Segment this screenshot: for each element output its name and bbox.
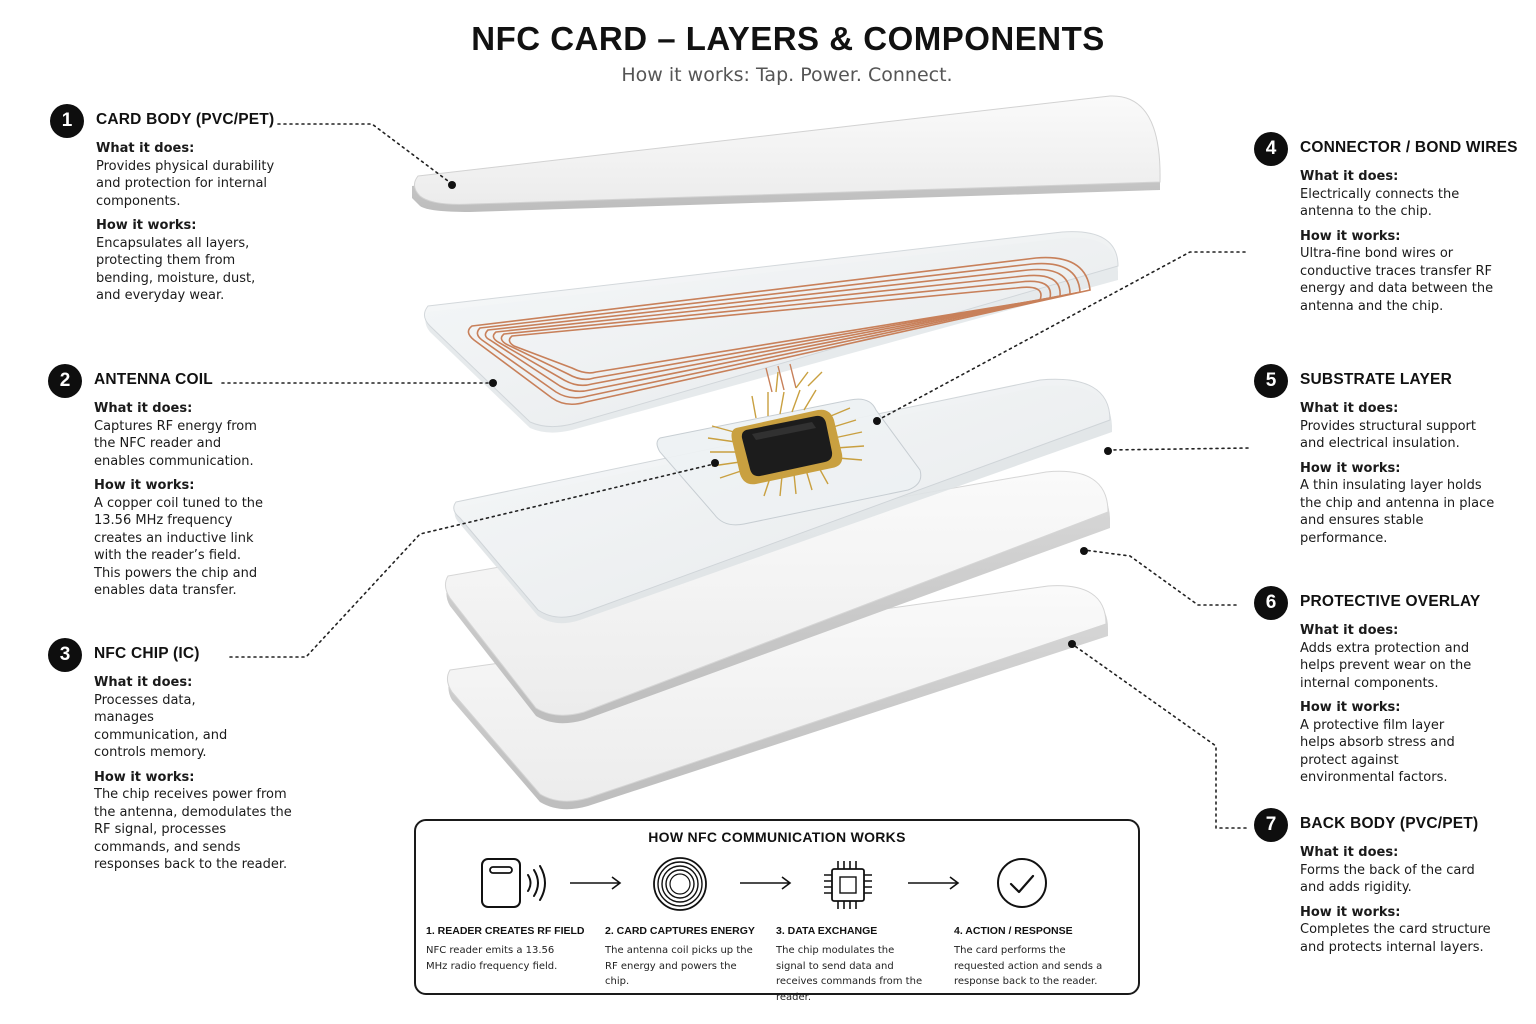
callout-number-badge: 2	[48, 364, 82, 398]
what-it-does-label: What it does:	[1300, 623, 1399, 638]
what-it-does-text: Adds extra protection and helps prevent …	[1300, 640, 1472, 691]
what-it-does-text: Provides structural support and electric…	[1300, 418, 1476, 452]
callout-number-badge: 6	[1254, 586, 1288, 620]
reader-icon	[481, 858, 546, 908]
page-subtitle: How it works: Tap. Power. Connect.	[621, 64, 953, 86]
how-it-works-text: A copper coil tuned to the 13.56 MHz fre…	[94, 495, 264, 599]
step-title: 1. READER CREATES RF FIELD	[426, 925, 585, 937]
step-description: The antenna coil picks up the RF energy …	[605, 945, 753, 987]
what-it-does-label: What it does:	[96, 141, 195, 156]
callout-title: PROTECTIVE OVERLAY	[1300, 593, 1481, 610]
chip-icon	[824, 861, 872, 909]
leader-dots	[448, 181, 1112, 648]
what-it-does-label: What it does:	[94, 401, 193, 416]
how-it-works-label: How it works:	[1300, 700, 1401, 715]
how-it-works-label: How it works:	[96, 218, 197, 233]
checkmark-icon	[997, 858, 1047, 908]
how-it-works-label: How it works:	[1300, 460, 1401, 476]
how-it-works-label: How it works:	[1300, 228, 1401, 244]
how-it-works-text: The chip receives power from the antenna…	[94, 787, 292, 872]
card-body-layer	[412, 95, 1161, 212]
callout-number-badge: 5	[1254, 364, 1288, 398]
how-it-works-text: Encapsulates all layers, protecting them…	[96, 235, 256, 304]
callout-title: NFC CHIP (IC)	[94, 645, 200, 662]
how-it-works-label: How it works:	[1300, 904, 1401, 920]
arrow-right-icon	[740, 876, 792, 890]
callout-number-badge: 7	[1254, 808, 1288, 842]
step-title: 3. DATA EXCHANGE	[776, 925, 878, 937]
what-it-does-label: What it does:	[1300, 169, 1399, 184]
panel-title: HOW NFC COMMUNICATION WORKS	[648, 829, 906, 845]
callout-number-badge: 3	[48, 638, 82, 672]
callout-number-badge: 1	[50, 104, 84, 138]
callout-title: CARD BODY (PVC/PET)	[96, 111, 275, 128]
how-it-works-label: How it works:	[94, 769, 195, 785]
flow-step-1: 1. READER CREATES RF FIELD NFC reader em…	[426, 925, 586, 974]
leader-lines	[221, 123, 1249, 829]
what-it-does-label: What it does:	[1300, 845, 1399, 860]
callout-title: CONNECTOR / BOND WIRES	[1300, 139, 1518, 156]
step-title: 2. CARD CAPTURES ENERGY	[605, 925, 755, 937]
callout-number-badge: 4	[1254, 132, 1288, 166]
protective-overlay-layer	[444, 470, 1110, 724]
callout-title: SUBSTRATE LAYER	[1300, 371, 1452, 388]
antenna-coil	[467, 256, 1091, 406]
nfc-chip	[707, 371, 865, 497]
callout-title: BACK BODY (PVC/PET)	[1300, 815, 1479, 832]
what-it-does-label: What it does:	[1300, 401, 1399, 416]
flow-step-3: 3. DATA EXCHANGE The chip modulates the …	[776, 925, 936, 1005]
what-it-does-label: What it does:	[94, 675, 193, 690]
arrow-right-icon	[908, 876, 960, 890]
flow-step-2: 2. CARD CAPTURES ENERGY The antenna coil…	[605, 925, 765, 990]
flow-step-4: 4. ACTION / RESPONSE The card performs t…	[954, 925, 1114, 990]
page-title: NFC CARD – LAYERS & COMPONENTS	[471, 20, 1105, 57]
coil-icon	[653, 857, 707, 911]
step-description: NFC reader emits a 13.56 MHz radio frequ…	[426, 945, 558, 972]
what-it-does-text: Processes data, manages communication, a…	[94, 692, 228, 761]
what-it-does-text: Provides physical durability and protect…	[96, 158, 275, 209]
how-it-works-text: A thin insulating layer holds the chip a…	[1300, 478, 1495, 546]
how-it-works-text: Ultra-fine bond wires or conductive trac…	[1300, 246, 1494, 314]
what-it-does-text: Electrically connects the antenna to the…	[1300, 186, 1460, 220]
back-body-layer	[446, 585, 1108, 810]
nfc-communication-panel: HOW NFC COMMUNICATION WORKS 1. READER CR…	[414, 819, 1140, 1003]
what-it-does-text: Captures RF energy from the NFC reader a…	[94, 418, 257, 469]
callout-title: ANTENNA COIL	[94, 371, 213, 388]
how-it-works-label: How it works:	[94, 478, 195, 493]
step-title: 4. ACTION / RESPONSE	[954, 925, 1073, 937]
what-it-does-text: Forms the back of the card and adds rigi…	[1300, 862, 1475, 896]
how-it-works-text: Completes the card structure and protect…	[1300, 922, 1491, 955]
arrow-right-icon	[570, 876, 622, 890]
step-description: The chip modulates the signal to send da…	[776, 945, 923, 1003]
how-it-works-text: A protective film layer helps absorb str…	[1300, 717, 1455, 786]
step-description: The card performs the requested action a…	[954, 945, 1103, 987]
